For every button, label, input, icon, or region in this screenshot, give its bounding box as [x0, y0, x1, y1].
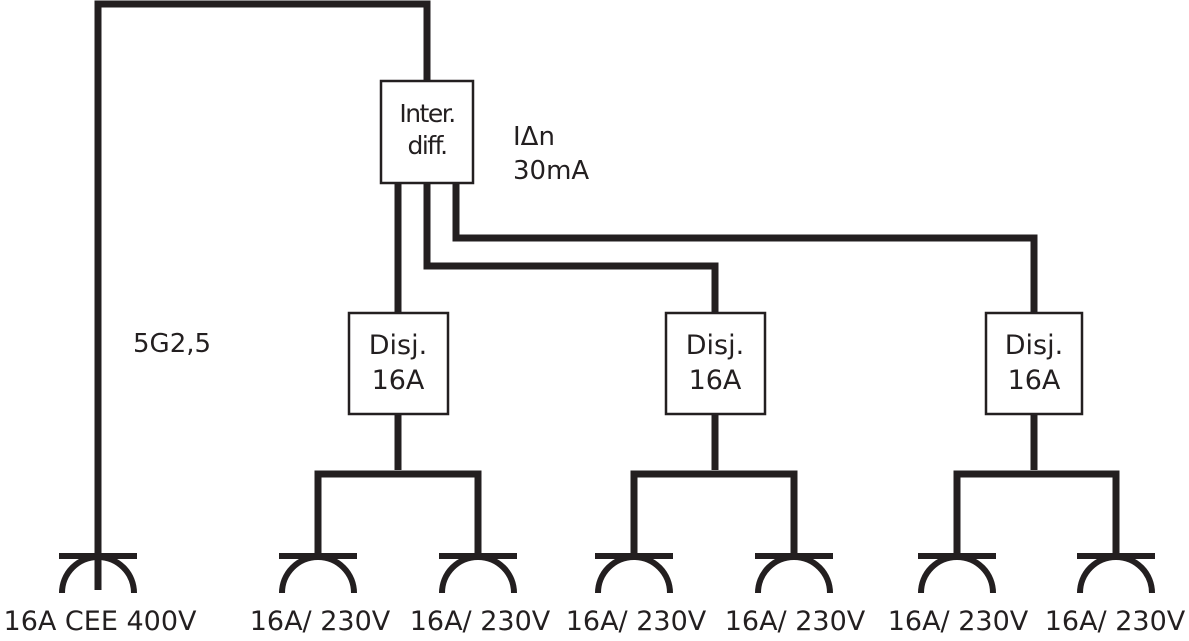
feed-wire-breaker-2	[423, 184, 719, 312]
socket-outlet-icon	[279, 553, 357, 594]
wiring	[94, 0, 1120, 590]
socket-label: 16A/ 230V	[250, 606, 391, 637]
socket-labels: 16A CEE 400V 16A/ 230V 16A/ 230V 16A/ 23…	[4, 606, 1186, 637]
socket-outlet-icon	[918, 553, 996, 594]
rcd-rating-line2: 30mA	[513, 156, 589, 186]
breaker-label-line1: Disj.	[1005, 330, 1063, 361]
rcd-frame	[379, 79, 475, 185]
breaker-label-line2: 16A	[1008, 365, 1061, 396]
cable-label: 5G2,5	[133, 329, 211, 359]
socket-outlet-icon	[439, 553, 517, 594]
breaker-label-line2: 16A	[372, 365, 425, 396]
breaker-frame	[664, 311, 767, 416]
socket-label: 16A CEE 400V	[4, 606, 197, 637]
socket-label: 16A/ 230V	[1045, 606, 1186, 637]
socket-label: 16A/ 230V	[888, 606, 1029, 637]
rcd-label-line1: Inter.	[399, 99, 454, 128]
rcd-label-line2: diff.	[407, 131, 446, 160]
breaker-label-line1: Disj.	[686, 330, 744, 361]
socket-label: 16A/ 230V	[410, 606, 551, 637]
socket-outlet-icon	[59, 553, 137, 594]
branch-wire-2	[630, 415, 798, 556]
branch-wire-1	[314, 415, 482, 556]
breaker-label-line2: 16A	[689, 365, 742, 396]
rcd-rating-line1: IΔn	[513, 122, 555, 152]
socket-outlet-icon	[1077, 553, 1155, 594]
breaker-frame	[984, 311, 1084, 416]
breaker-1: Disj. 16A	[347, 311, 450, 416]
socket-label: 16A/ 230V	[566, 606, 707, 637]
branch-wire-3	[953, 415, 1120, 556]
feed-wire-breaker-3	[452, 184, 1038, 312]
breaker-frame	[347, 311, 450, 416]
breaker-3: Disj. 16A	[984, 311, 1084, 416]
socket-label: 16A/ 230V	[725, 606, 866, 637]
socket-outlet-icon	[755, 553, 833, 594]
breaker-label-line1: Disj.	[369, 330, 427, 361]
socket-outlet-icon	[595, 553, 673, 594]
sockets	[59, 553, 1155, 594]
rcd-box: Inter. diff.	[379, 79, 475, 185]
breaker-2: Disj. 16A	[664, 311, 767, 416]
main-feed-wire	[94, 0, 431, 590]
